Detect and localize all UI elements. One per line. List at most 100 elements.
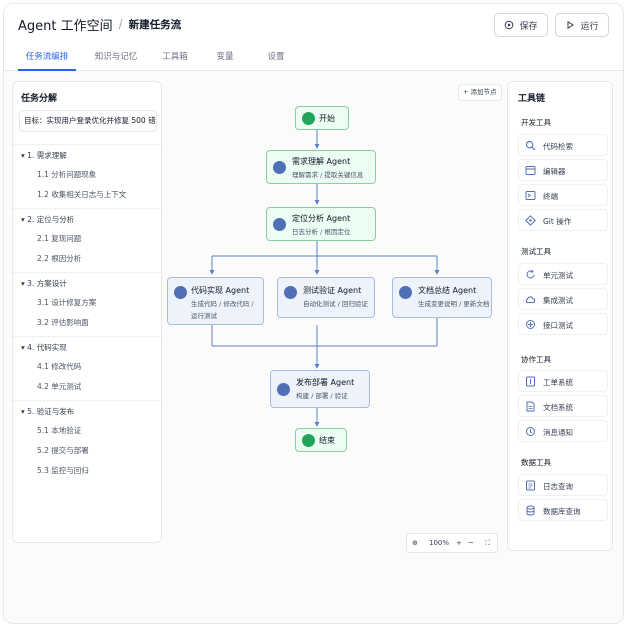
task-section-header[interactable]: ▾ 1. 需求理解 [21,151,67,160]
play-icon [302,112,315,125]
tool-label: Git 操作 [543,217,572,226]
analysis-agent-node[interactable]: 定位分析 Agent 日志分析 / 根因定位 [266,207,376,241]
tool-api-test[interactable]: 接口测试 [518,313,608,335]
node-title: 文档总结 Agent [418,286,477,295]
database-icon [526,505,535,516]
workflow-edges [209,130,440,427]
save-button[interactable]: 保存 [494,13,548,37]
breadcrumb-separator: / [118,17,123,31]
app-window: Agent 工作空间 / 新建任务流 保存 运行 任务流编排 知识与记忆 工具箱… [3,3,624,624]
zoom-in-button[interactable]: + [456,539,462,547]
tool-label: 文档系统 [543,403,573,412]
app-title: Agent 工作空间 [18,18,113,34]
tool-ticket-system[interactable]: 工单系统 [518,370,608,392]
task-item[interactable]: 5.1 本地验证 [37,426,82,435]
tool-db-query[interactable]: 数据库查询 [518,499,608,521]
zoom-controls: ⊕ 100% + ~ ⛶ [406,533,498,553]
task-section: ▾ 2. 定位与分析 2.1 复现问题 2.2 根因分析 [13,208,161,272]
code-agent-node[interactable]: 代码实现 Agent 生成代码 / 修改代码 / 运行测试 [167,277,264,325]
add-node-button[interactable]: + 添加节点 [458,84,502,101]
node-title: 需求理解 Agent [292,157,351,166]
zoom-level: 100% [429,539,450,547]
tab-variables[interactable]: 变量 [216,52,234,62]
tool-label: 终端 [543,192,558,201]
agent-icon [277,383,290,396]
play-icon [567,20,575,30]
tool-label: 数据库查询 [543,507,581,516]
task-section-header[interactable]: ▾ 2. 定位与分析 [21,215,75,224]
api-icon [526,320,535,329]
test-agent-node[interactable]: 测试验证 Agent 自动化测试 / 回归验证 [277,277,375,318]
task-item[interactable]: 5.2 提交与部署 [37,446,89,455]
tool-group-title: 开发工具 [521,118,551,127]
task-section: ▾ 3. 方案设计 3.1 设计修复方案 3.2 评估影响面 [13,272,161,336]
document-icon [526,401,535,412]
tool-editor[interactable]: 编辑器 [518,159,608,181]
node-title: 开始 [319,114,335,123]
tab-workflow[interactable]: 任务流编排 [18,44,76,71]
deploy-agent-node[interactable]: 发布部署 Agent 构建 / 部署 / 验证 [270,370,370,408]
tab-knowledge[interactable]: 知识与记忆 [94,52,138,62]
node-description: 运行测试 [191,312,217,320]
fullscreen-icon[interactable]: ⛶ [485,539,490,547]
tool-label: 单元测试 [543,271,573,280]
tab-settings[interactable]: 设置 [267,52,285,62]
end-node[interactable]: 结束 [295,428,347,452]
task-section-header[interactable]: ▾ 5. 验证与发布 [21,407,75,416]
tool-label: 日志查询 [543,482,573,491]
tool-label: 工单系统 [543,378,573,387]
workflow-canvas[interactable]: + 添加节点 [167,78,502,553]
node-description: 日志分析 / 根因定位 [292,228,351,236]
search-icon [525,140,536,151]
node-description: 自动化测试 / 回归验证 [303,300,368,308]
page-title: 新建任务流 [128,18,182,31]
tool-code-search[interactable]: 代码检索 [518,134,608,156]
task-item[interactable]: 2.2 根因分析 [37,254,82,263]
task-item[interactable]: 3.2 评估影响面 [37,318,89,327]
node-title: 结束 [319,436,335,445]
task-section-header[interactable]: ▾ 4. 代码实现 [21,343,67,352]
task-item[interactable]: 1.1 分析问题现象 [37,170,97,179]
tool-unit-test[interactable]: 单元测试 [518,263,608,285]
save-icon [505,20,514,30]
editor-icon [525,166,536,175]
task-section: ▾ 5. 验证与发布 5.1 本地验证 5.2 提交与部署 5.3 监控与回归 [13,400,161,484]
node-description: 生成变更说明 / 更新文档 [418,300,490,308]
zoom-out-button[interactable]: ~ [468,539,474,547]
tool-terminal[interactable]: 终端 [518,184,608,206]
agent-icon [399,286,412,299]
tool-log-query[interactable]: 日志查询 [518,474,608,496]
agent-icon [273,218,286,231]
tool-integration-test[interactable]: 集成测试 [518,288,608,310]
doc-agent-node[interactable]: 文档总结 Agent 生成变更说明 / 更新文档 [392,277,492,318]
check-icon [302,434,315,447]
task-item[interactable]: 5.3 监控与回归 [37,466,89,475]
task-panel: 任务分解 目标：实现用户登录优化并修复 500 错误 ▾ 1. 需求理解 1.1… [12,81,162,543]
task-item[interactable]: 4.2 单元测试 [37,382,82,391]
tool-doc-system[interactable]: 文档系统 [518,395,608,417]
task-section-header[interactable]: ▾ 3. 方案设计 [21,279,67,288]
tool-group-title: 协作工具 [521,355,551,364]
node-title: 发布部署 Agent [296,378,355,387]
task-section: ▾ 4. 代码实现 4.1 修改代码 4.2 单元测试 [13,336,161,400]
bell-icon [526,427,535,436]
tool-git[interactable]: Git 操作 [518,209,608,231]
start-node[interactable]: 开始 [295,106,349,130]
tool-label: 代码检索 [543,142,573,151]
tool-label: 接口测试 [543,321,573,330]
tool-label: 集成测试 [543,296,573,305]
zoom-fit-icon[interactable]: ⊕ [412,539,418,547]
task-item[interactable]: 1.2 收集相关日志与上下文 [37,190,127,199]
tab-toolbox[interactable]: 工具箱 [162,52,188,62]
agent-icon [284,286,297,299]
node-title: 定位分析 Agent [292,214,351,223]
task-item[interactable]: 4.1 修改代码 [37,362,82,371]
run-button[interactable]: 运行 [555,13,609,37]
task-item[interactable]: 3.1 设计修复方案 [37,298,97,307]
task-item[interactable]: 2.1 复现问题 [37,234,82,243]
tool-notification[interactable]: 消息通知 [518,420,608,442]
tab-bar: 任务流编排 知识与记忆 工具箱 变量 设置 [4,44,623,71]
goal-field[interactable]: 目标：实现用户登录优化并修复 500 错误 [19,110,157,132]
node-description: 构建 / 部署 / 验证 [296,392,348,400]
requirement-agent-node[interactable]: 需求理解 Agent 理解需求 / 提取关键信息 [266,150,376,184]
